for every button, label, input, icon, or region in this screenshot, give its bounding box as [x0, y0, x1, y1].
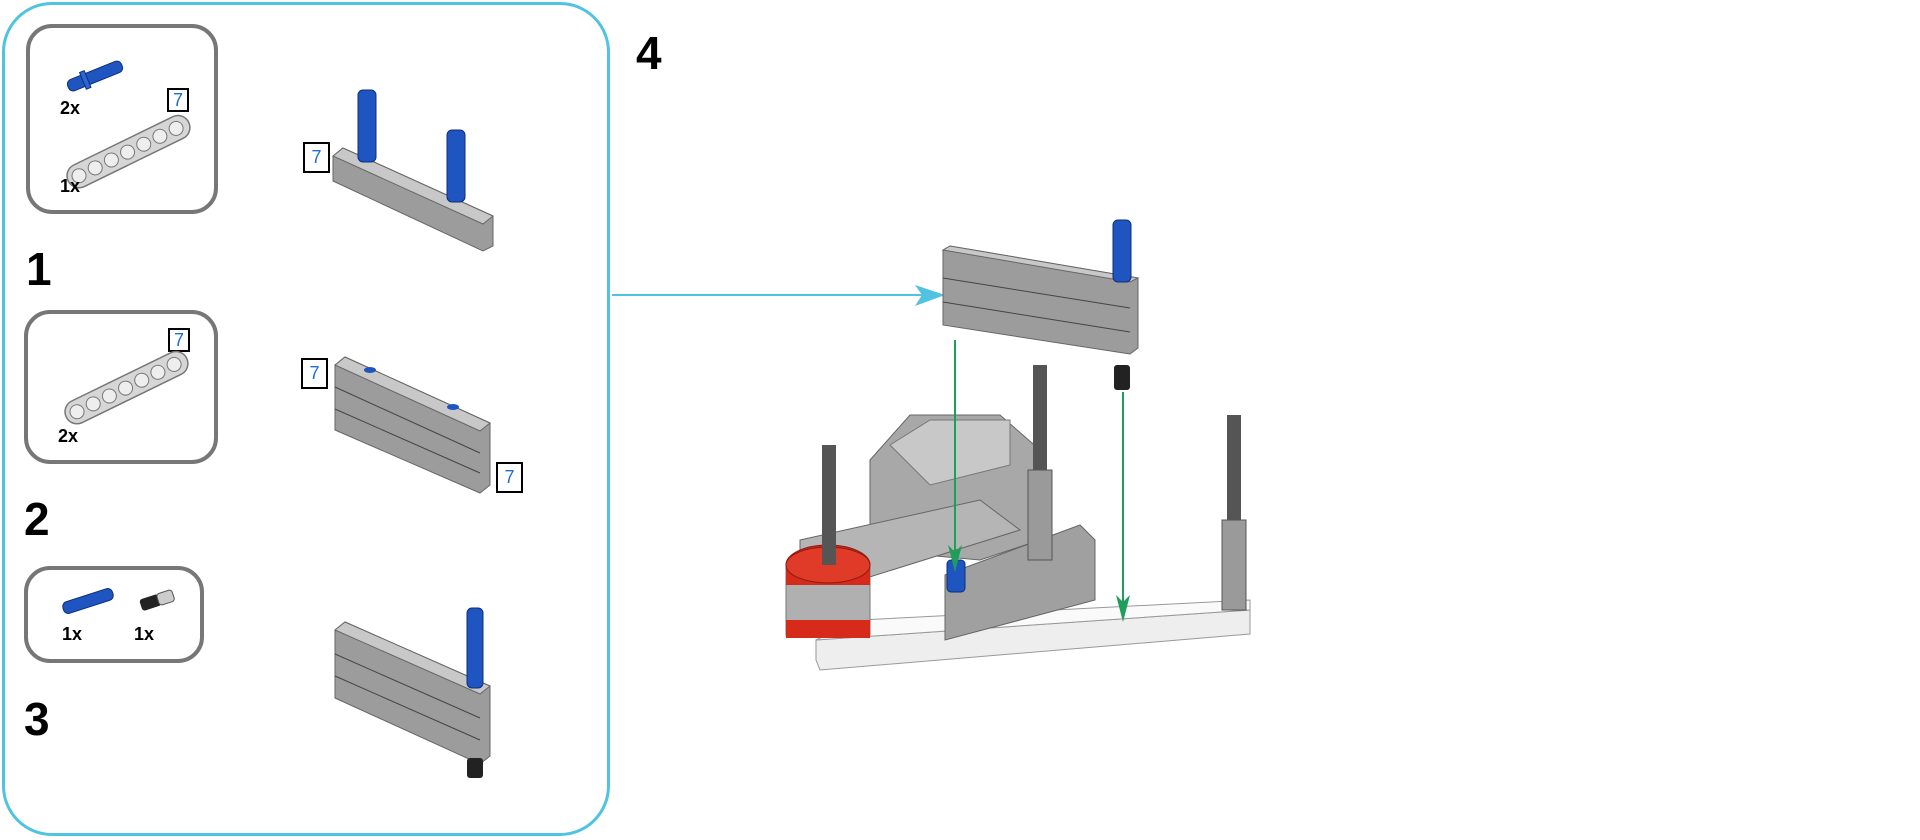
step-1-model [332, 89, 494, 252]
sub-assembly-callout [2, 2, 610, 836]
part-quantity: 1x [134, 624, 155, 644]
part-quantity: 2x [60, 98, 81, 118]
blue-pin-icon [62, 588, 114, 614]
parts-list-step-2: 7 2x [24, 310, 218, 464]
substep-number: 3 [24, 693, 50, 745]
beam-length-badge: 7 [496, 462, 523, 493]
beam-length-badge: 7 [167, 88, 189, 112]
step-2-model [334, 356, 491, 494]
parts-list-step-3: 1x 1x [24, 566, 204, 663]
substep-number: 1 [26, 243, 52, 295]
bushing-pin-icon [139, 589, 175, 611]
beam-icon [64, 350, 189, 425]
beam-length-badge: 7 [301, 358, 328, 389]
substep-number: 2 [24, 493, 50, 545]
parts-list-step-1: 2x 7 1x [26, 24, 218, 214]
part-quantity: 1x [62, 624, 83, 644]
main-assembly-model [785, 219, 1251, 671]
beam-length-badge: 7 [168, 328, 190, 352]
part-quantity: 1x [60, 176, 81, 196]
step-3-model [334, 607, 491, 778]
beam-length-badge: 7 [303, 142, 330, 173]
part-quantity: 2x [58, 426, 79, 446]
beam-icon [66, 114, 191, 189]
blue-pin-icon [66, 60, 124, 92]
main-step-number: 4 [636, 27, 662, 79]
